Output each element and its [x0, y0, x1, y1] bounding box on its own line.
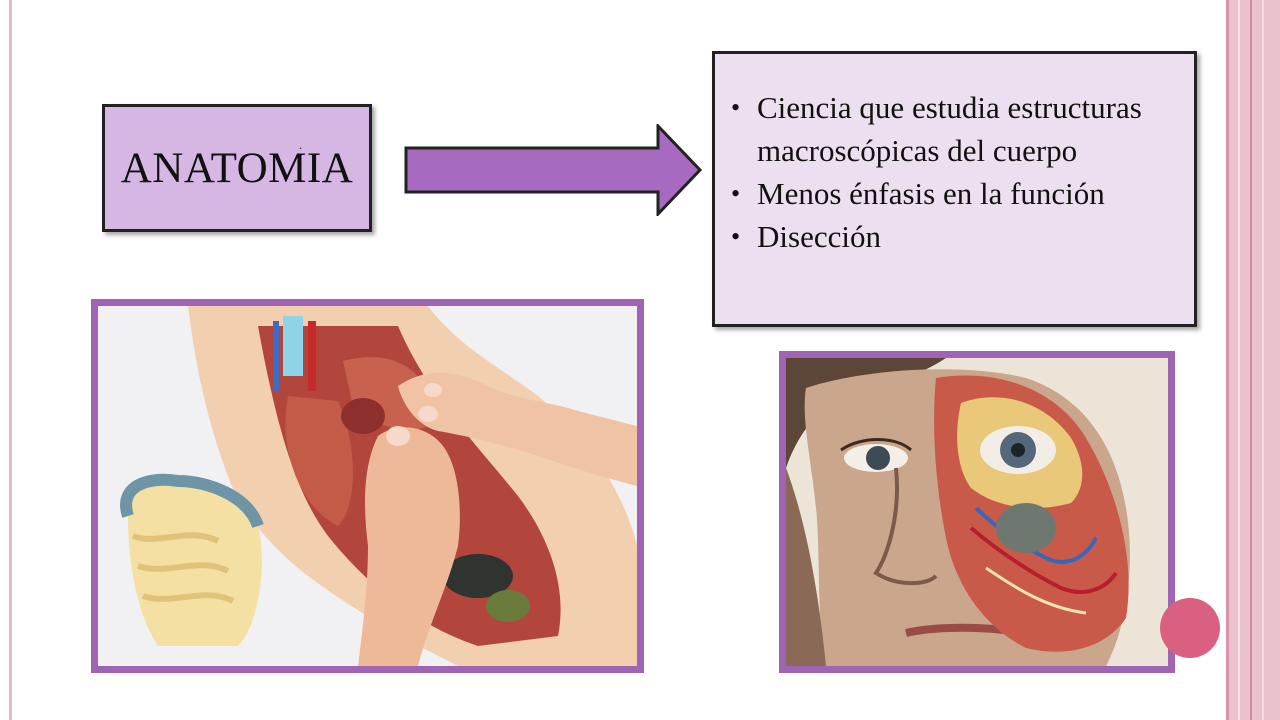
slide-frame-right-line: [1238, 0, 1240, 720]
title-box: ANATOMIA: [102, 104, 372, 232]
definition-item: • Menos énfasis en la función: [731, 172, 1174, 215]
bullet-icon: •: [731, 93, 741, 122]
definition-list: • Ciencia que estudia estructuras macros…: [731, 86, 1174, 258]
face-dissection-illustration-image: [786, 358, 1168, 666]
slide-frame-right-band: [1226, 0, 1280, 720]
definition-box: • Ciencia que estudia estructuras macros…: [712, 51, 1197, 327]
slide-frame-right-line: [1250, 0, 1252, 720]
definition-text: Disección: [757, 219, 881, 254]
anatomical-torso-model-image: [98, 306, 637, 666]
slide-frame-right-line: [1226, 0, 1229, 720]
slide-title: ANATOMIA: [120, 144, 354, 192]
torso-model-photo: [91, 299, 644, 673]
right-arrow-icon: [404, 124, 703, 216]
accent-dot: [1160, 598, 1220, 658]
bullet-icon: •: [731, 179, 741, 208]
slide-frame-left-line: [9, 0, 12, 720]
title-dot: .: [299, 138, 302, 152]
slide-frame-right-line: [1262, 0, 1264, 720]
face-dissection-photo: [779, 351, 1175, 673]
definition-item: • Ciencia que estudia estructuras macros…: [731, 86, 1174, 172]
definition-item: • Disección: [731, 215, 1174, 258]
bullet-icon: •: [731, 222, 741, 251]
definition-text: Ciencia que estudia estructuras macroscó…: [757, 90, 1142, 168]
definition-text: Menos énfasis en la función: [757, 176, 1105, 211]
